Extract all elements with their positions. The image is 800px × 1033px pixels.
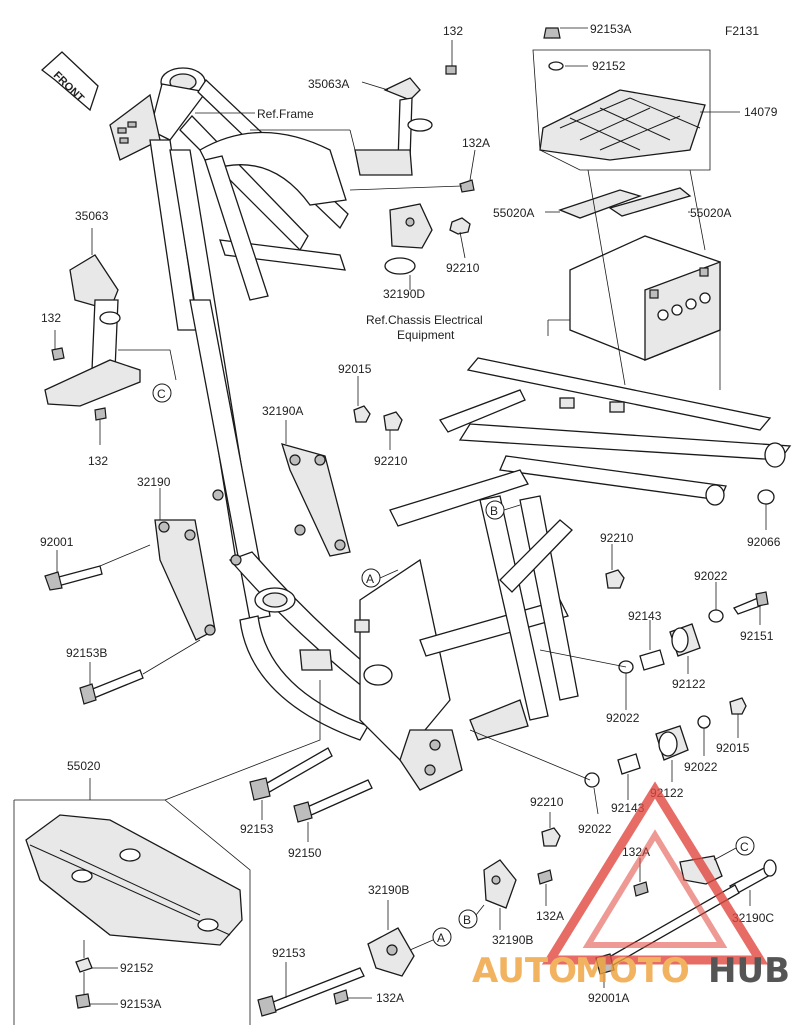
left-bracket-group: C xyxy=(44,228,177,445)
label-132-left: 132 xyxy=(41,311,61,325)
label-55020A-left: 55020A xyxy=(493,206,534,220)
engine-mount-left xyxy=(44,376,403,705)
label-92152-top: 92152 xyxy=(592,59,626,73)
label-92210-low: 92210 xyxy=(530,795,564,809)
label-92153B: 92153B xyxy=(66,646,107,660)
label-92001A: 92001A xyxy=(588,991,629,1005)
label-92210-mid: 92210 xyxy=(374,454,408,468)
label-132A-low: 132A xyxy=(376,991,404,1005)
callout-a-lower: A xyxy=(437,931,445,945)
battery-group xyxy=(532,27,740,390)
label-92152-low: 92152 xyxy=(120,961,154,975)
label-32190C: 32190C xyxy=(732,911,774,925)
label-92210-right: 92210 xyxy=(600,531,634,545)
label-92022-c: 92022 xyxy=(684,760,718,774)
watermark-triangle-icon xyxy=(541,781,769,965)
label-55020: 55020 xyxy=(67,759,101,773)
part-labels: F2131 132 35063A 92153A 92152 14079 Ref.… xyxy=(40,22,781,1011)
callout-c-lower: C xyxy=(740,840,749,854)
label-92022-b: 92022 xyxy=(606,711,640,725)
label-92153-mid: 92153 xyxy=(240,822,274,836)
label-32190D: 32190D xyxy=(383,287,425,301)
callout-c-left: C xyxy=(157,387,166,401)
label-92015-right: 92015 xyxy=(716,741,750,755)
label-92022-d: 92022 xyxy=(578,822,612,836)
label-132-top: 132 xyxy=(443,24,463,38)
callout-b-frame: B xyxy=(490,504,498,518)
label-32190B-top: 32190B xyxy=(368,883,409,897)
watermark-hub: HUB xyxy=(708,951,790,991)
label-92153A-low: 92153A xyxy=(120,997,161,1011)
label-32190A: 32190A xyxy=(262,404,303,418)
watermark: AUTO MOTO HUB xyxy=(472,781,790,991)
diagram-code: F2131 xyxy=(725,24,759,38)
upper-brackets xyxy=(195,40,476,290)
label-132A-mid: 132A xyxy=(536,909,564,923)
callout-a-frame: A xyxy=(366,572,374,586)
label-92210-top: 92210 xyxy=(446,261,480,275)
frame xyxy=(109,67,792,791)
frame-callouts: A B xyxy=(361,320,549,588)
label-92015-top: 92015 xyxy=(338,362,372,376)
label-ref-chassis-1: Ref.Chassis Electrical xyxy=(366,313,483,327)
label-92143-b: 92143 xyxy=(611,801,645,815)
watermark-moto: MOTO xyxy=(575,951,690,991)
label-132-lower: 132 xyxy=(88,454,108,468)
label-92001: 92001 xyxy=(40,535,74,549)
label-55020A-right: 55020A xyxy=(690,206,731,220)
label-92150: 92150 xyxy=(288,846,322,860)
label-92022-a: 92022 xyxy=(694,569,728,583)
engine-mount-right xyxy=(469,489,775,815)
label-35063A: 35063A xyxy=(308,77,349,91)
label-ref-frame: Ref.Frame xyxy=(257,107,314,121)
label-92153-low: 92153 xyxy=(272,946,306,960)
watermark-auto: AUTO xyxy=(472,951,577,991)
skid-plate-group xyxy=(13,778,251,1025)
front-arrow: FRONT xyxy=(40,51,99,112)
label-32190B-mid: 32190B xyxy=(492,933,533,947)
label-132A-top: 132A xyxy=(462,136,490,150)
label-92143-a: 92143 xyxy=(628,609,662,623)
label-92153A-top: 92153A xyxy=(590,22,631,36)
label-14079: 14079 xyxy=(744,105,778,119)
label-92151: 92151 xyxy=(740,629,774,643)
label-35063: 35063 xyxy=(75,209,109,223)
label-32190: 32190 xyxy=(137,475,171,489)
label-92122-a: 92122 xyxy=(672,677,706,691)
label-92066: 92066 xyxy=(747,535,781,549)
callout-b-lower: B xyxy=(463,913,471,927)
label-ref-chassis-2: Equipment xyxy=(397,328,455,342)
